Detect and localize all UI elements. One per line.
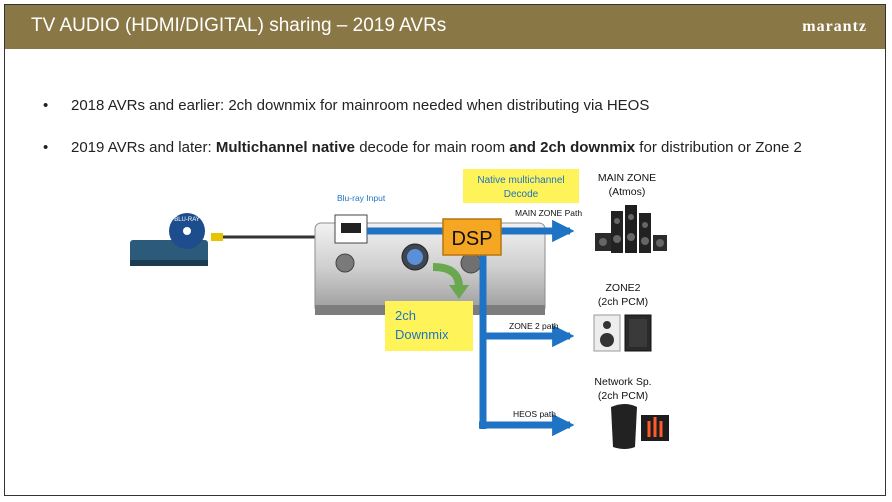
heos-path-label: HEOS path [513,409,556,419]
native-decode-note [463,169,579,203]
bullet-text: decode for main room [355,139,510,156]
native-note-line-2: Decode [504,189,539,200]
input-label: Blu-ray Input [337,193,386,203]
title-bar: TV AUDIO (HDMI/DIGITAL) sharing – 2019 A… [5,5,885,49]
downmix-note-line-1: 2ch [395,308,416,323]
zone2-path-label: ZONE 2 path [509,321,559,331]
downmix-note [385,301,473,351]
main-zone-subtitle: (Atmos) [609,186,646,198]
speaker-set-icon [595,205,667,253]
bullet-emphasis: and 2ch downmix [509,139,636,156]
bullet-item-2: • 2019 AVRs and later: Multichannel nativ… [43,139,802,156]
bullet-text: 2019 AVRs and later: [71,139,216,156]
bullet-emphasis: Multichannel native [215,139,356,156]
bullet-marker: • [43,139,49,156]
downmix-note-line-2: Downmix [395,327,449,342]
main-zone-title: MAIN ZONE [598,172,656,184]
main-zone-path-label: MAIN ZONE Path [515,208,582,218]
heos-logo-icon [641,415,669,441]
bullet-text: 2018 AVRs and earlier: 2ch downmix for m… [71,97,650,114]
zone2-subtitle: (2ch PCM) [598,296,648,308]
dsp-label: DSP [451,228,492,250]
bluray-disc-label: BLU-RAY [174,217,200,223]
network-speaker-subtitle: (2ch PCM) [598,390,648,402]
native-note-line-1: Native multichannel [477,175,564,186]
bullet-item-1: • 2018 AVRs and earlier: 2ch downmix for … [43,97,649,114]
downmix-arrowhead [449,285,469,299]
zone2-title: ZONE2 [605,282,640,294]
audio-routing-diagram: BLU-RAY Blu-ray Input DSP [130,169,669,449]
network-speaker-title: Network Sp. [594,376,651,388]
heos-speaker-icon [611,404,637,449]
bluray-player-icon: BLU-RAY [130,213,208,266]
bullet-text: for distribution or Zone 2 [635,139,802,156]
downmix-arrow [432,263,463,288]
dsp-block [442,218,502,256]
bookshelf-speakers-icon [593,314,652,352]
slide: TV AUDIO (HDMI/DIGITAL) sharing – 2019 A… [4,4,886,496]
slide-title: TV AUDIO (HDMI/DIGITAL) sharing – 2019 A… [31,15,447,36]
marantz-logo: marantz [802,18,867,35]
bullet-marker: • [43,97,49,114]
